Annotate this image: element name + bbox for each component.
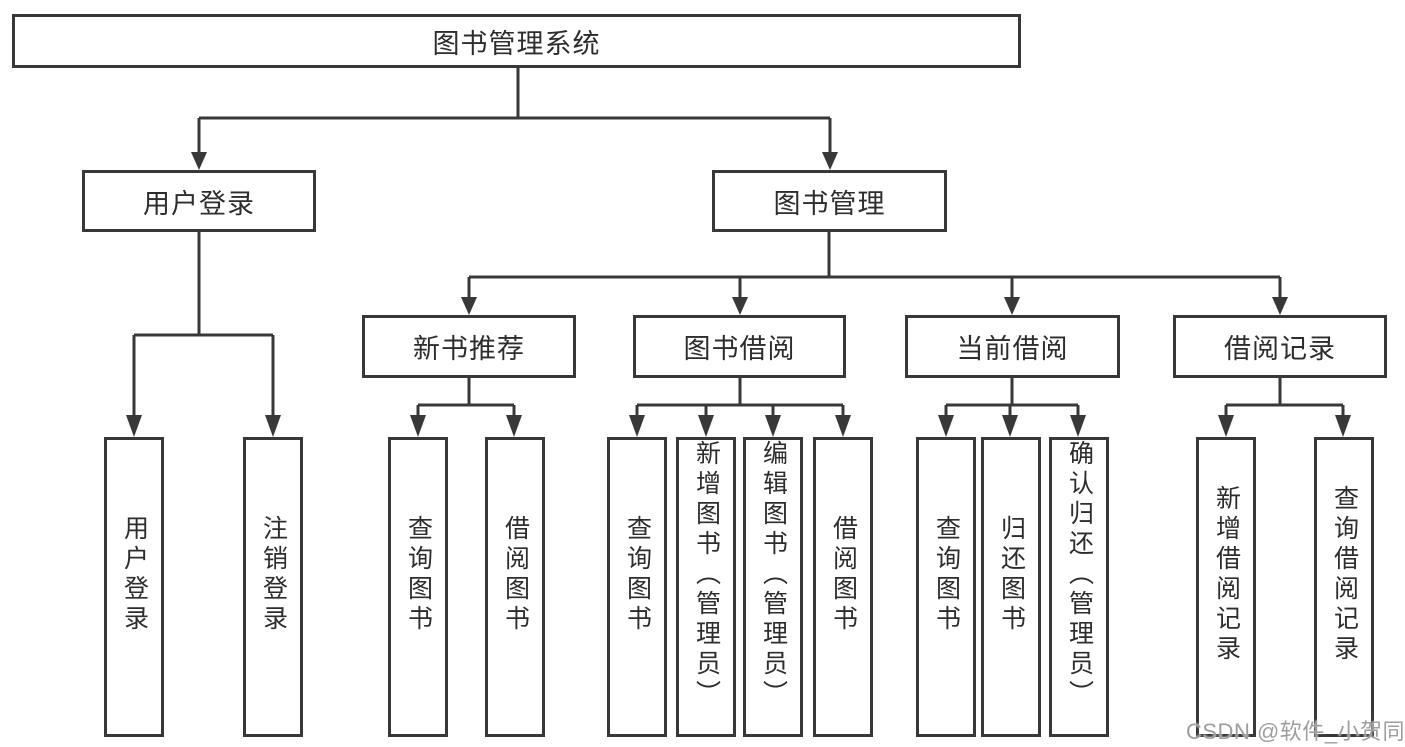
leaf-label: 归还图书 [997,515,1026,635]
leaf-add-borrow-record: 新增借阅记录 [1196,437,1256,737]
node-label: 用户登录 [143,188,255,219]
leaf-label: 查询图书 [932,515,961,635]
node-label: 当前借阅 [956,334,1069,364]
leaf-label: 查询借阅记录 [1330,485,1359,665]
node-book-management: 图书管理 [712,170,947,232]
leaf-query-books-current: 查询图书 [916,437,976,737]
leaf-label: 注销登录 [259,515,288,635]
node-label: 图书管理 [773,188,886,219]
leaf-label: 借阅图书 [501,515,530,635]
leaf-query-books-borrow: 查询图书 [607,437,667,737]
leaf-return-books: 归还图书 [981,437,1041,737]
leaf-confirm-return-admin: 确认归还（管理员） [1049,437,1109,737]
leaf-label: 确认归还（管理员） [1065,440,1094,710]
node-label: 图书借阅 [683,334,796,364]
watermark: CSDN @软件_小贺同学 [1186,719,1405,744]
node-book-borrow: 图书借阅 [633,315,846,378]
node-current-borrow: 当前借阅 [905,315,1120,378]
leaf-borrow-books-recommend: 借阅图书 [485,437,545,737]
node-label: 借阅记录 [1224,334,1336,364]
leaf-label: 查询图书 [404,515,433,635]
node-label: 新书推荐 [413,334,525,364]
leaf-label: 新增借阅记录 [1212,485,1241,665]
leaf-logout-login: 注销登录 [243,437,303,737]
leaf-add-book-admin: 新增图书（管理员） [676,437,736,737]
node-library-management-system: 图书管理系统 [12,14,1021,68]
leaf-query-books-recommend: 查询图书 [388,437,448,737]
leaf-label: 借阅图书 [829,515,858,635]
leaf-borrow-books: 借阅图书 [813,437,873,737]
node-borrow-records: 借阅记录 [1173,315,1387,378]
node-label: 图书管理系统 [432,28,601,59]
leaf-user-login: 用户登录 [104,437,164,737]
node-user-login: 用户登录 [82,170,316,232]
leaf-label: 编辑图书（管理员） [759,440,788,710]
leaf-query-borrow-record: 查询借阅记录 [1314,437,1374,737]
leaf-edit-book-admin: 编辑图书（管理员） [743,437,803,737]
leaf-label: 新增图书（管理员） [692,440,721,710]
leaf-label: 查询图书 [623,515,652,635]
node-new-book-recommend: 新书推荐 [362,315,576,378]
leaf-label: 用户登录 [120,515,149,635]
